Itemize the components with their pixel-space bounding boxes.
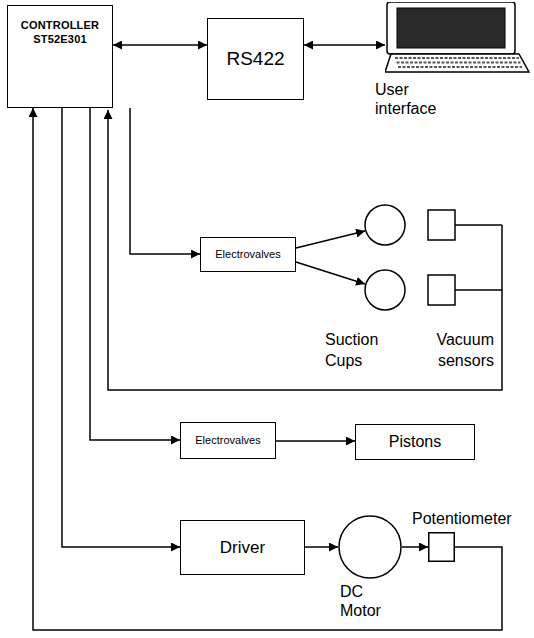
signal-connector xyxy=(62,108,180,547)
node-label: Electrovalves xyxy=(215,248,280,262)
signal-connector xyxy=(130,108,200,254)
motor-circle: DC Motor xyxy=(338,515,402,579)
laptop-lid xyxy=(387,2,515,54)
node-label: Pistons xyxy=(389,432,441,452)
laptop-shape xyxy=(385,2,530,74)
sensor-box: Potentiometer xyxy=(428,532,455,562)
actuator-box: Pistons xyxy=(355,424,475,460)
node-label: Electrovalves xyxy=(195,434,260,448)
signal-connector xyxy=(305,546,338,548)
node-label: Potentiometer xyxy=(412,509,512,528)
node-label: Driver xyxy=(220,537,265,558)
motor-outline xyxy=(339,516,401,578)
sensor-return-wire xyxy=(108,110,502,390)
motor-shape xyxy=(338,515,402,579)
vacuum-sensor xyxy=(428,210,455,240)
signal-connector xyxy=(113,44,207,46)
node-label: CONTROLLER ST52E301 xyxy=(14,19,106,47)
valve-box: Electrovalves xyxy=(180,422,276,459)
laptop-icon: User interface xyxy=(385,2,530,74)
node-label: DC Motor xyxy=(340,582,396,620)
pot-shape xyxy=(428,532,455,562)
sensor-return-wire xyxy=(455,224,502,226)
laptop-screen xyxy=(397,8,505,48)
part-label: Suction Cups xyxy=(325,330,395,372)
node-label: User interface xyxy=(375,80,449,118)
suction-cup xyxy=(365,270,405,310)
suction-cup xyxy=(365,205,405,245)
pot-outline xyxy=(429,533,455,562)
laptop-base xyxy=(385,54,529,72)
signal-connector xyxy=(276,440,355,442)
signal-connector xyxy=(90,108,180,440)
sensor-return-wire xyxy=(455,289,502,291)
signal-connector xyxy=(304,44,385,46)
interface-box: RS422 xyxy=(207,18,304,100)
valve-to-cup-arrow xyxy=(296,262,365,284)
valve-to-cup-arrow xyxy=(296,231,365,248)
node-label: RS422 xyxy=(226,47,284,71)
driver-box: Driver xyxy=(180,520,305,575)
laptop-keys xyxy=(397,62,521,64)
signal-connector xyxy=(33,108,502,630)
laptop-keys xyxy=(395,57,519,59)
laptop-keys xyxy=(398,66,522,68)
vacuum-sensor xyxy=(428,275,455,305)
signal-connector xyxy=(402,546,428,548)
part-label: Vacuum sensors xyxy=(414,330,494,372)
controller-box: CONTROLLER ST52E301 xyxy=(7,5,113,108)
valve-box: Electrovalves xyxy=(200,237,296,272)
